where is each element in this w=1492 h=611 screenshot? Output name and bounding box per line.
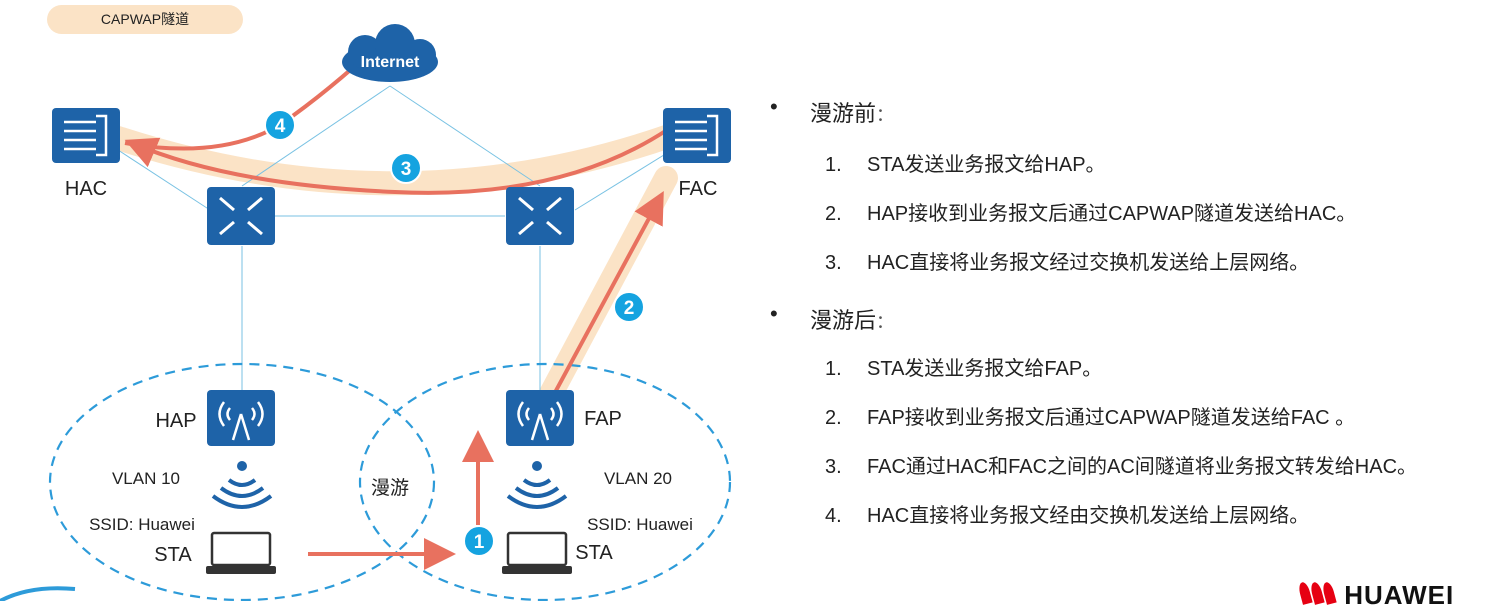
after-title: 漫游后 — [810, 308, 877, 333]
step-badge-2: 2 — [613, 291, 645, 323]
after-item-1: 1.STA发送业务报文给FAP。 — [825, 358, 1103, 380]
roam-label: 漫游 — [371, 477, 409, 499]
sta-left-label: STA — [154, 544, 192, 566]
arrow-step-4 — [124, 39, 384, 151]
ssid-left-label: SSID: Huawei — [89, 515, 195, 534]
switch-right-icon — [506, 187, 574, 245]
laptop-left-icon — [206, 531, 276, 574]
hap-label: HAP — [155, 410, 196, 432]
laptop-right-icon — [502, 531, 572, 574]
switch-left-icon — [207, 187, 275, 245]
tunnel-tag: CAPWAP隧道 — [47, 5, 243, 34]
fac-label: FAC — [679, 178, 718, 200]
huawei-logo-text: HUAWEI — [1344, 580, 1455, 610]
step-badge-4-text: 4 — [275, 116, 286, 137]
step-badge-1-text: 1 — [474, 532, 485, 553]
hac-controller-icon — [52, 108, 120, 163]
step-badge-4: 4 — [264, 109, 296, 141]
coverage-ellipse-right — [358, 362, 732, 601]
bullet-dot: • — [770, 301, 778, 326]
before-item-2: 2.HAP接收到业务报文后通过CAPWAP隧道发送给HAC。 — [825, 203, 1357, 225]
step-badge-1: 1 — [463, 525, 495, 557]
huawei-logo: HUAWEI — [1297, 580, 1455, 611]
before-title: 漫游前 — [810, 101, 877, 126]
after-colon: ： — [876, 312, 895, 332]
step-badge-2-text: 2 — [624, 298, 635, 319]
after-item-4-text: HAC直接将业务报文经由交换机发送给上层网络。 — [867, 505, 1310, 527]
arrow-step-3 — [124, 128, 669, 195]
ssid-right-label: SSID: Huawei — [587, 515, 693, 534]
fap-access-point-icon — [506, 390, 574, 446]
hac-label: HAC — [65, 178, 107, 200]
step-badge-3: 3 — [390, 152, 422, 184]
wifi-signal-right-icon — [506, 461, 568, 509]
before-colon: ： — [876, 105, 895, 125]
before-item-3-text: HAC直接将业务报文经过交换机发送给上层网络。 — [867, 252, 1310, 274]
after-item-3: 3.FAC通过HAC和FAC之间的AC间隧道将业务报文转发给HAC。 — [825, 456, 1418, 478]
network-diagram: Internet HAC FAC — [48, 24, 732, 601]
after-item-2-text: FAP接收到业务报文后通过CAPWAP隧道发送给FAC 。 — [867, 407, 1356, 429]
bullet-dot: • — [770, 94, 778, 119]
arrow-step-2 — [550, 190, 664, 399]
sta-right-label: STA — [575, 542, 613, 564]
after-item-2: 2.FAP接收到业务报文后通过CAPWAP隧道发送给FAC 。 — [825, 407, 1356, 429]
tunnel-highlight-hac-fac — [106, 123, 684, 196]
after-item-1-text: STA发送业务报文给FAP。 — [867, 358, 1103, 380]
step-badge-3-text: 3 — [401, 159, 412, 180]
internet-cloud-icon: Internet — [342, 24, 438, 82]
hap-access-point-icon — [207, 390, 275, 446]
before-item-1-text: STA发送业务报文给HAP。 — [867, 154, 1106, 176]
internet-label: Internet — [361, 54, 420, 71]
fac-controller-icon — [663, 108, 731, 163]
corner-swoosh-icon — [0, 586, 76, 601]
wifi-signal-left-icon — [211, 461, 273, 509]
vlan-left-label: VLAN 10 — [112, 469, 180, 488]
before-item-2-text: HAP接收到业务报文后通过CAPWAP隧道发送给HAC。 — [867, 203, 1357, 225]
after-item-4: 4.HAC直接将业务报文经由交换机发送给上层网络。 — [825, 505, 1310, 527]
fap-label: FAP — [584, 408, 622, 430]
before-item-1: 1.STA发送业务报文给HAP。 — [825, 154, 1106, 176]
before-item-3: 3.HAC直接将业务报文经过交换机发送给上层网络。 — [825, 252, 1310, 274]
huawei-petal-icon — [1297, 581, 1313, 605]
coverage-ellipse-left — [48, 362, 436, 601]
after-item-3-text: FAC通过HAC和FAC之间的AC间隧道将业务报文转发给HAC。 — [867, 456, 1418, 478]
vlan-right-label: VLAN 20 — [604, 469, 672, 488]
